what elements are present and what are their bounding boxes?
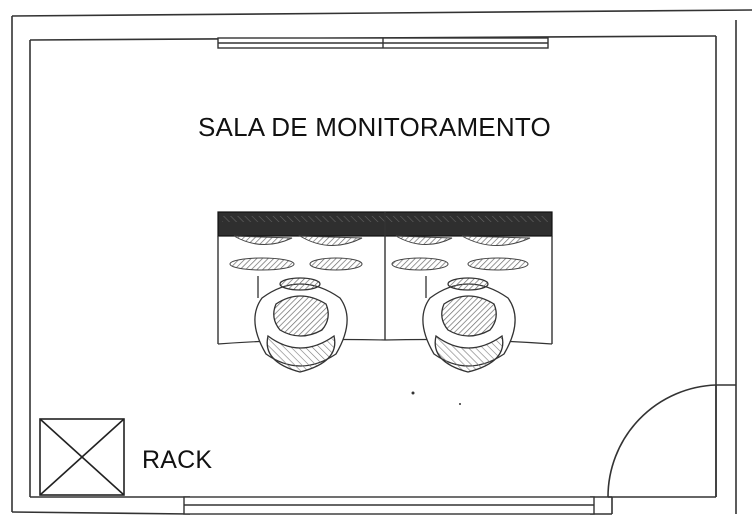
room-title: SALA DE MONITORAMENTO [198,112,551,142]
chair-left [254,276,348,373]
door [607,384,717,514]
rack-label: RACK [142,446,213,474]
rack [39,418,125,496]
window-bottom [183,496,595,515]
chair-right [422,276,516,373]
window-top [217,37,549,49]
workstations [217,211,553,405]
